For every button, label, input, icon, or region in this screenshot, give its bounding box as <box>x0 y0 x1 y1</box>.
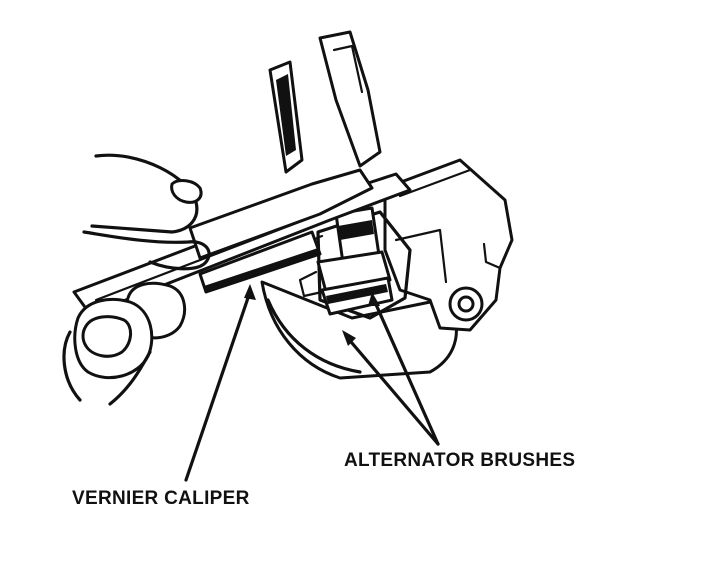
brush-holder <box>260 158 514 380</box>
alternator-brushes-label: ALTERNATOR BRUSHES <box>344 450 576 471</box>
vernier-caliper-label: VERNIER CALIPER <box>72 488 250 509</box>
leader-lines <box>184 284 440 482</box>
alternator-brushes <box>298 206 394 316</box>
hand <box>62 153 211 406</box>
